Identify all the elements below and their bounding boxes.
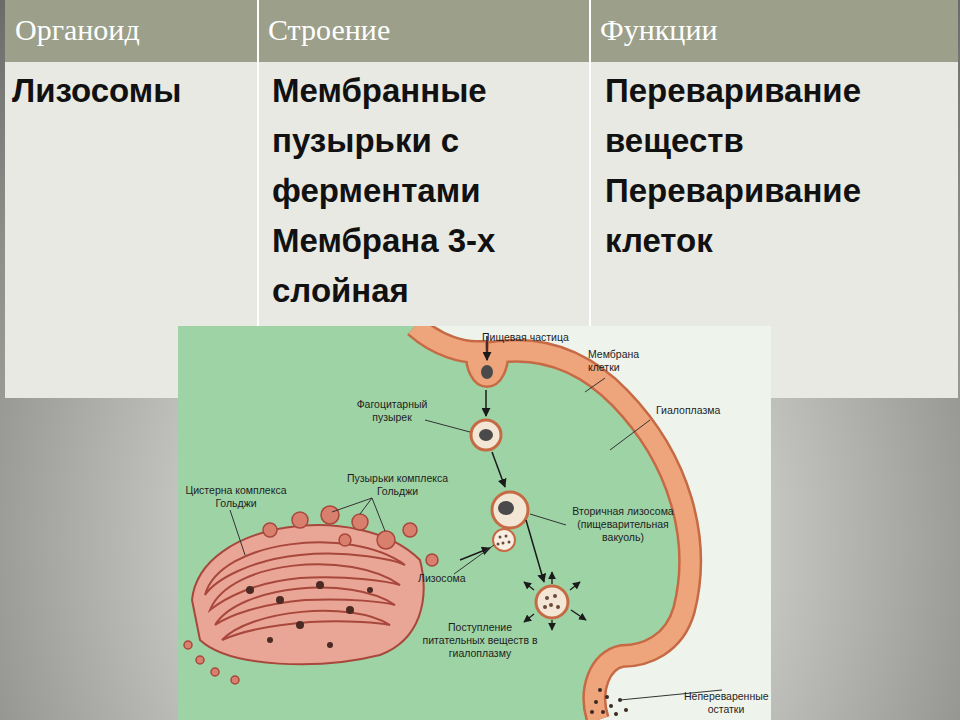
part-label: Пузырьки комплекса Гольджи — [340, 472, 455, 498]
part-label: Вторичная лизосома (пищеварительная ваку… — [570, 505, 676, 544]
part-label: Фагоцитарный пузырек — [350, 398, 434, 424]
table-cell: Переваривание веществ — [605, 66, 950, 166]
part-label: Гиалоплазма — [656, 404, 746, 417]
table-cell: Мембрана 3-х слойная — [272, 216, 572, 316]
part-label: Пищевая частица — [482, 331, 592, 344]
part-label: Цистерна комплекса Гольджи — [180, 484, 292, 510]
table-cell: Переваривание клеток — [605, 166, 950, 266]
table-cell: Лизосомы — [12, 66, 252, 116]
part-label: Непереваренные остатки — [684, 690, 768, 716]
table-header-cell: Органоид — [15, 12, 245, 48]
part-label: Поступление питательных веществ в гиалоп… — [418, 621, 542, 660]
table-header-cell: Строение — [268, 12, 568, 48]
table-header — [5, 0, 958, 62]
part-label: Лизосома — [418, 572, 488, 585]
table-cell: Мембранные пузырьки с ферментами — [272, 66, 572, 216]
table-header-cell: Функции — [600, 12, 940, 48]
part-label: Мембрана клетки — [588, 348, 648, 374]
